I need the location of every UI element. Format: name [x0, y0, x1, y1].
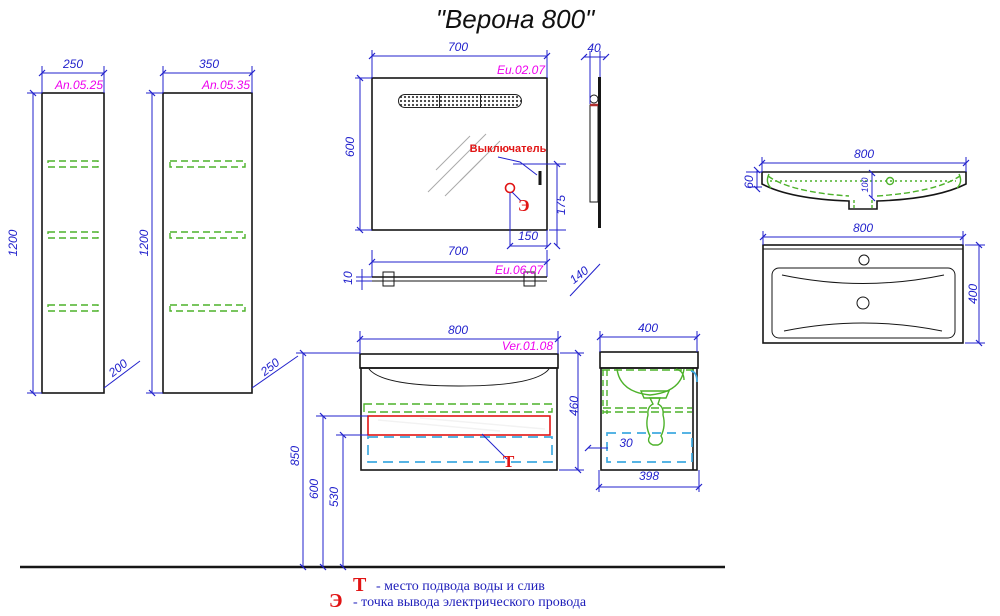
dim-height-530: 530 — [327, 486, 341, 508]
water-point-symbol: Т — [503, 452, 515, 471]
dim-mirror-side-depth: 40 — [587, 41, 601, 55]
dim-vanity-side-depth: 400 — [637, 321, 659, 335]
drawing-title: "Верона 800" — [435, 4, 595, 34]
legend-electric-text: - точка вывода электрического провода — [353, 595, 587, 610]
legend-electric-symbol: Э — [329, 590, 343, 612]
dim-vanity-height: 460 — [567, 395, 581, 417]
dim-mirror-150: 150 — [517, 229, 539, 243]
dim-vanity-side-bottom: 398 — [638, 469, 660, 483]
glass-shelf-outline — [356, 250, 601, 297]
dim-sink-profile-width: 800 — [853, 147, 875, 161]
article-cabinet-350: An.05.35 — [201, 78, 250, 92]
vanity-front-outline — [296, 331, 584, 571]
dim-cabinet250-height: 1200 — [6, 229, 20, 257]
mirror-side-outline — [580, 51, 610, 228]
dim-shelf-width: 700 — [447, 244, 469, 258]
dim-vanity-width: 800 — [447, 323, 469, 337]
dim-cabinet350-height: 1200 — [137, 229, 151, 257]
electric-point-symbol: Э — [518, 196, 530, 215]
mirror-light-strip — [398, 94, 522, 108]
dim-height-850: 850 — [288, 445, 302, 467]
tall-cabinet-350-outline — [146, 66, 299, 397]
dim-mirror-175: 175 — [554, 194, 568, 216]
dim-sink-basin-depth: 100 — [860, 177, 870, 193]
mirror-outline — [355, 50, 566, 250]
dim-mirror-height: 600 — [343, 136, 357, 158]
dim-sink-top-depth: 400 — [966, 283, 980, 305]
tall-cabinet-250-outline — [27, 66, 141, 397]
dim-mirror-width: 700 — [447, 40, 469, 54]
legend-water-text: - место подвода воды и слив — [376, 579, 545, 594]
dim-sink-top-width: 800 — [852, 221, 874, 235]
dim-height-600: 600 — [307, 478, 321, 500]
dim-cabinet350-width: 350 — [198, 57, 220, 71]
dim-sink-profile-height: 60 — [742, 175, 756, 189]
legend-water-symbol: Т — [353, 574, 367, 596]
article-vanity: Ver.01.08 — [501, 339, 553, 353]
article-mirror: Eu.02.07 — [496, 63, 545, 77]
article-cabinet-250: An.05.25 — [54, 78, 103, 92]
dim-shelf-thickness: 10 — [341, 271, 355, 285]
sink-profile-outline — [746, 157, 970, 210]
switch-label: Выключатель — [469, 143, 547, 155]
dim-cabinet250-width: 250 — [62, 57, 84, 71]
dim-vanity-side-30: 30 — [619, 436, 633, 450]
sink-top-outline — [759, 231, 985, 347]
article-shelf: Eu.06.07 — [494, 263, 543, 277]
vanity-side-outline — [584, 331, 703, 492]
